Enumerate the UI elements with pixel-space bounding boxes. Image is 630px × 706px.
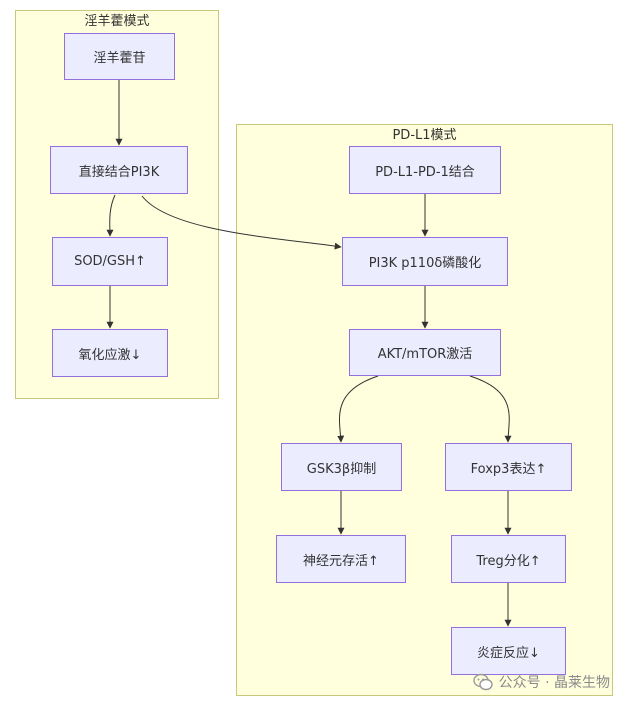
watermark: 公众号 · 晶莱生物 <box>472 672 610 692</box>
node-icariin: 淫羊藿苷 <box>64 33 175 80</box>
watermark-text: 公众号 · 晶莱生物 <box>498 675 610 691</box>
node-neuron-survival: 神经元存活↑ <box>276 535 406 583</box>
node-inflammation: 炎症反应↓ <box>451 627 566 675</box>
node-oxidative-stress: 氧化应激↓ <box>52 329 168 377</box>
node-gsk3b: GSK3β抑制 <box>281 443 402 491</box>
edge-bind-to-sod <box>106 194 116 237</box>
cluster-title-icariin: 淫羊藿模式 <box>84 14 150 29</box>
edge-akt-to-gsk3b <box>337 375 379 443</box>
node-foxp3: Foxp3表达↑ <box>445 443 572 491</box>
node-bind-pi3k: 直接结合PI3K <box>50 146 188 194</box>
node-sod-gsh: SOD/GSH↑ <box>52 237 168 286</box>
node-pi3k-phosphorylation: PI3K p110δ磷酸化 <box>342 237 508 286</box>
edge-akt-to-foxp3 <box>469 375 512 443</box>
wechat-icon <box>472 673 493 691</box>
node-pdl1-pd1: PD-L1-PD-1结合 <box>349 146 501 194</box>
edge-bind-to-pi3k <box>141 195 342 250</box>
node-treg: Treg分化↑ <box>451 535 566 583</box>
cluster-title-pdl1: PD-L1模式 <box>392 128 457 143</box>
node-akt-mtor: AKT/mTOR激活 <box>349 329 501 376</box>
